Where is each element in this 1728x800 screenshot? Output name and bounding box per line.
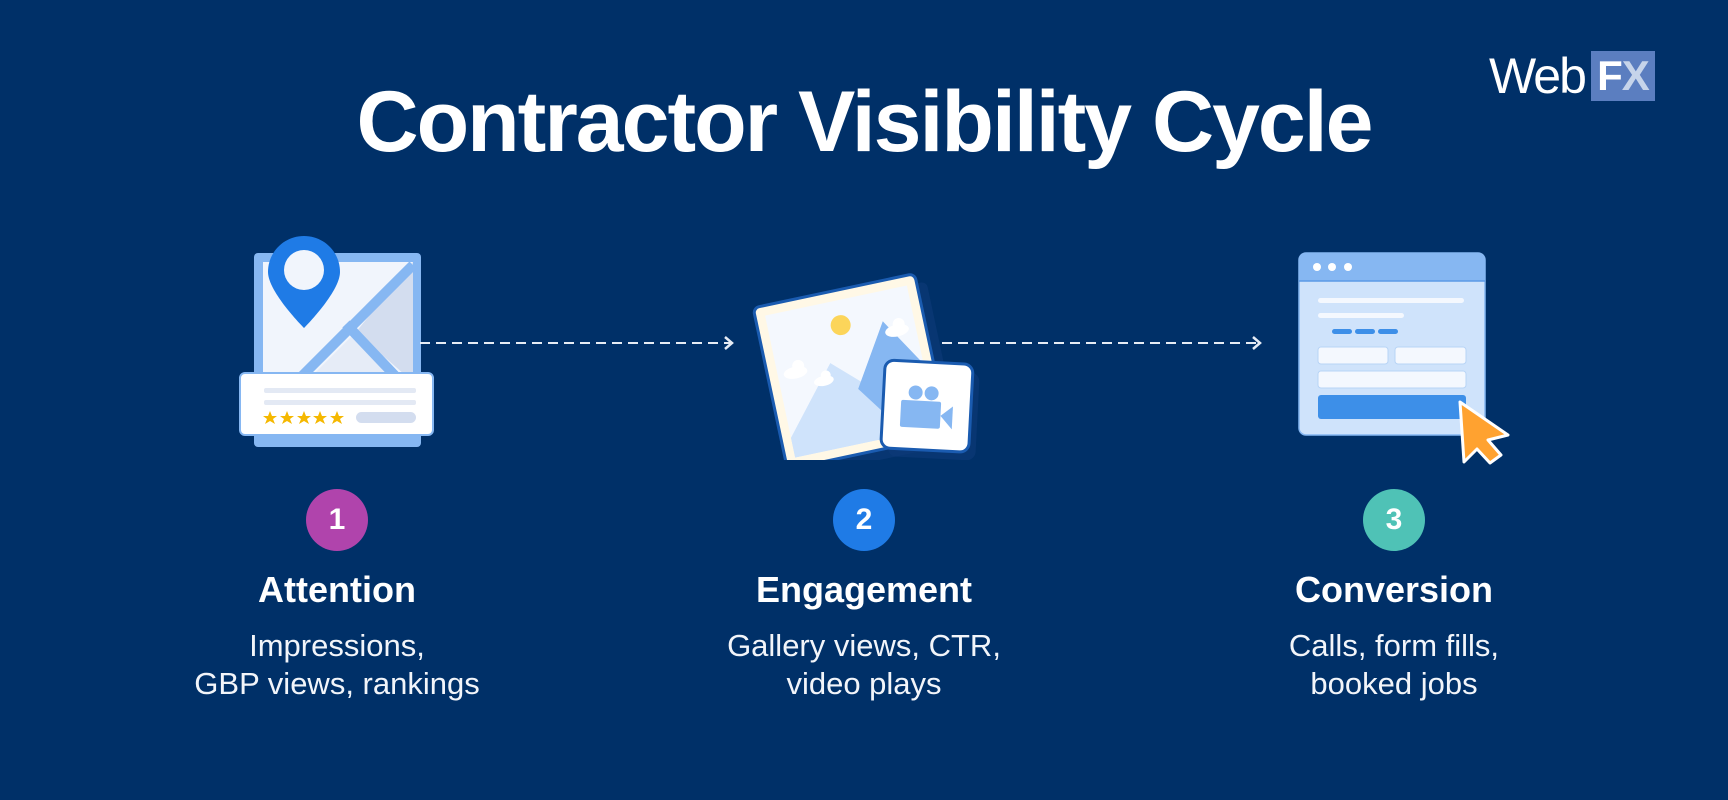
dashed-arrow-connector — [420, 336, 734, 350]
step-description-line: Calls, form fills, — [1288, 628, 1500, 663]
dashed-arrow-connector — [942, 336, 1262, 350]
step-heading: Conversion — [1294, 569, 1494, 610]
page-title: Contractor Visibility Cycle — [356, 74, 1374, 170]
logo-f-text: F — [1597, 52, 1623, 99]
step-number-badge: 1 — [306, 489, 368, 551]
photo-gallery-video-icon — [752, 273, 980, 460]
step-description-line: Gallery views, CTR, — [727, 628, 1001, 663]
step-description-line: GBP views, rankings — [194, 666, 480, 701]
step-number-badge: 3 — [1363, 489, 1425, 551]
step-description: Impressions, GBP views, rankings — [127, 627, 547, 703]
map-pin-listing-icon — [239, 236, 434, 447]
logo-x-text: X — [1621, 52, 1650, 99]
step-description: Calls, form fills, booked jobs — [1184, 627, 1604, 703]
step-heading: Attention — [258, 569, 416, 610]
step-description-line: Impressions, — [249, 628, 425, 663]
step-description: Gallery views, CTR, video plays — [654, 627, 1074, 703]
step-description-line: booked jobs — [1310, 666, 1478, 701]
step-number-badge: 2 — [833, 489, 895, 551]
step-description-line: video plays — [786, 666, 942, 701]
web-form-cursor-icon — [1298, 252, 1510, 465]
logo-web-text: Web — [1489, 48, 1587, 104]
step-heading: Engagement — [755, 569, 973, 610]
